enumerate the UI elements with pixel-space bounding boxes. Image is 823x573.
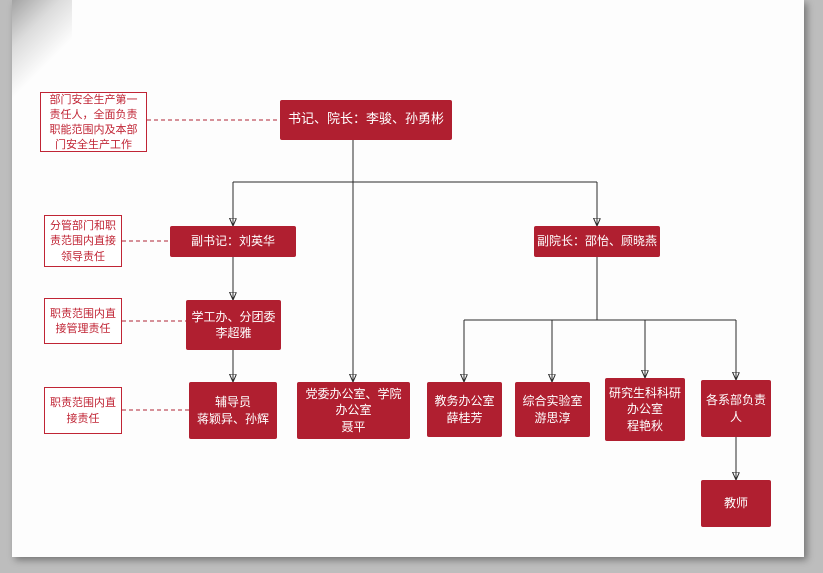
node-deputy-secretary: 副书记：刘英华 [170,226,296,257]
node-academic-affairs-office: 教务办公室 薛桂芳 [427,382,502,437]
annotation-direct-responsibility: 职责范围内直 接责任 [44,387,122,434]
node-comprehensive-lab: 综合实验室 游思淳 [515,382,590,437]
annotation-direct-management: 职责范围内直 接管理责任 [44,298,122,344]
annotation-direct-leadership: 分管部门和职 责范围内直接 领导责任 [44,215,122,267]
document-page [12,0,804,557]
node-teachers: 教师 [701,480,771,527]
node-party-college-office: 党委办公室、学院 办公室 聂平 [297,382,410,439]
node-counselors: 辅导员 蒋颖异、孙辉 [189,382,277,439]
node-secretary-dean: 书记、院长：李骏、孙勇彬 [280,100,452,140]
node-deputy-dean: 副院长：邵怡、顾晓燕 [534,226,660,257]
node-graduate-research-office: 研究生科科研 办公室 程艳秋 [605,378,685,441]
node-student-affairs-office: 学工办、分团委 李超雅 [186,300,281,350]
node-department-heads: 各系部负责 人 [701,380,771,437]
page-corner-shade [12,0,72,100]
annotation-first-responsibility: 部门安全生产第一 责任人，全面负责 职能范围内及本部 门安全生产工作 [40,92,147,152]
